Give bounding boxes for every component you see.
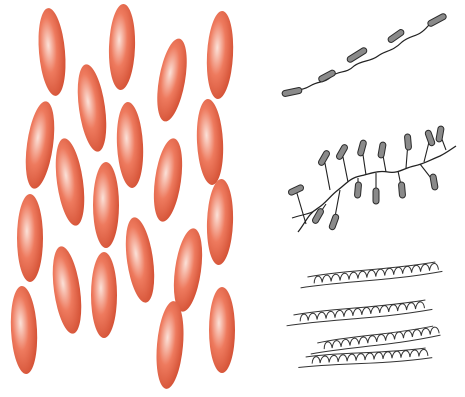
mesogen-rod — [404, 134, 411, 150]
rod-ellipse — [93, 162, 119, 248]
rod-ellipse — [91, 252, 117, 338]
mesogen-rod — [373, 188, 379, 204]
mesogen-rod — [398, 182, 405, 198]
rod-ellipse — [17, 194, 43, 282]
rod-ellipse — [209, 287, 235, 373]
mesogen-rod — [354, 182, 361, 198]
